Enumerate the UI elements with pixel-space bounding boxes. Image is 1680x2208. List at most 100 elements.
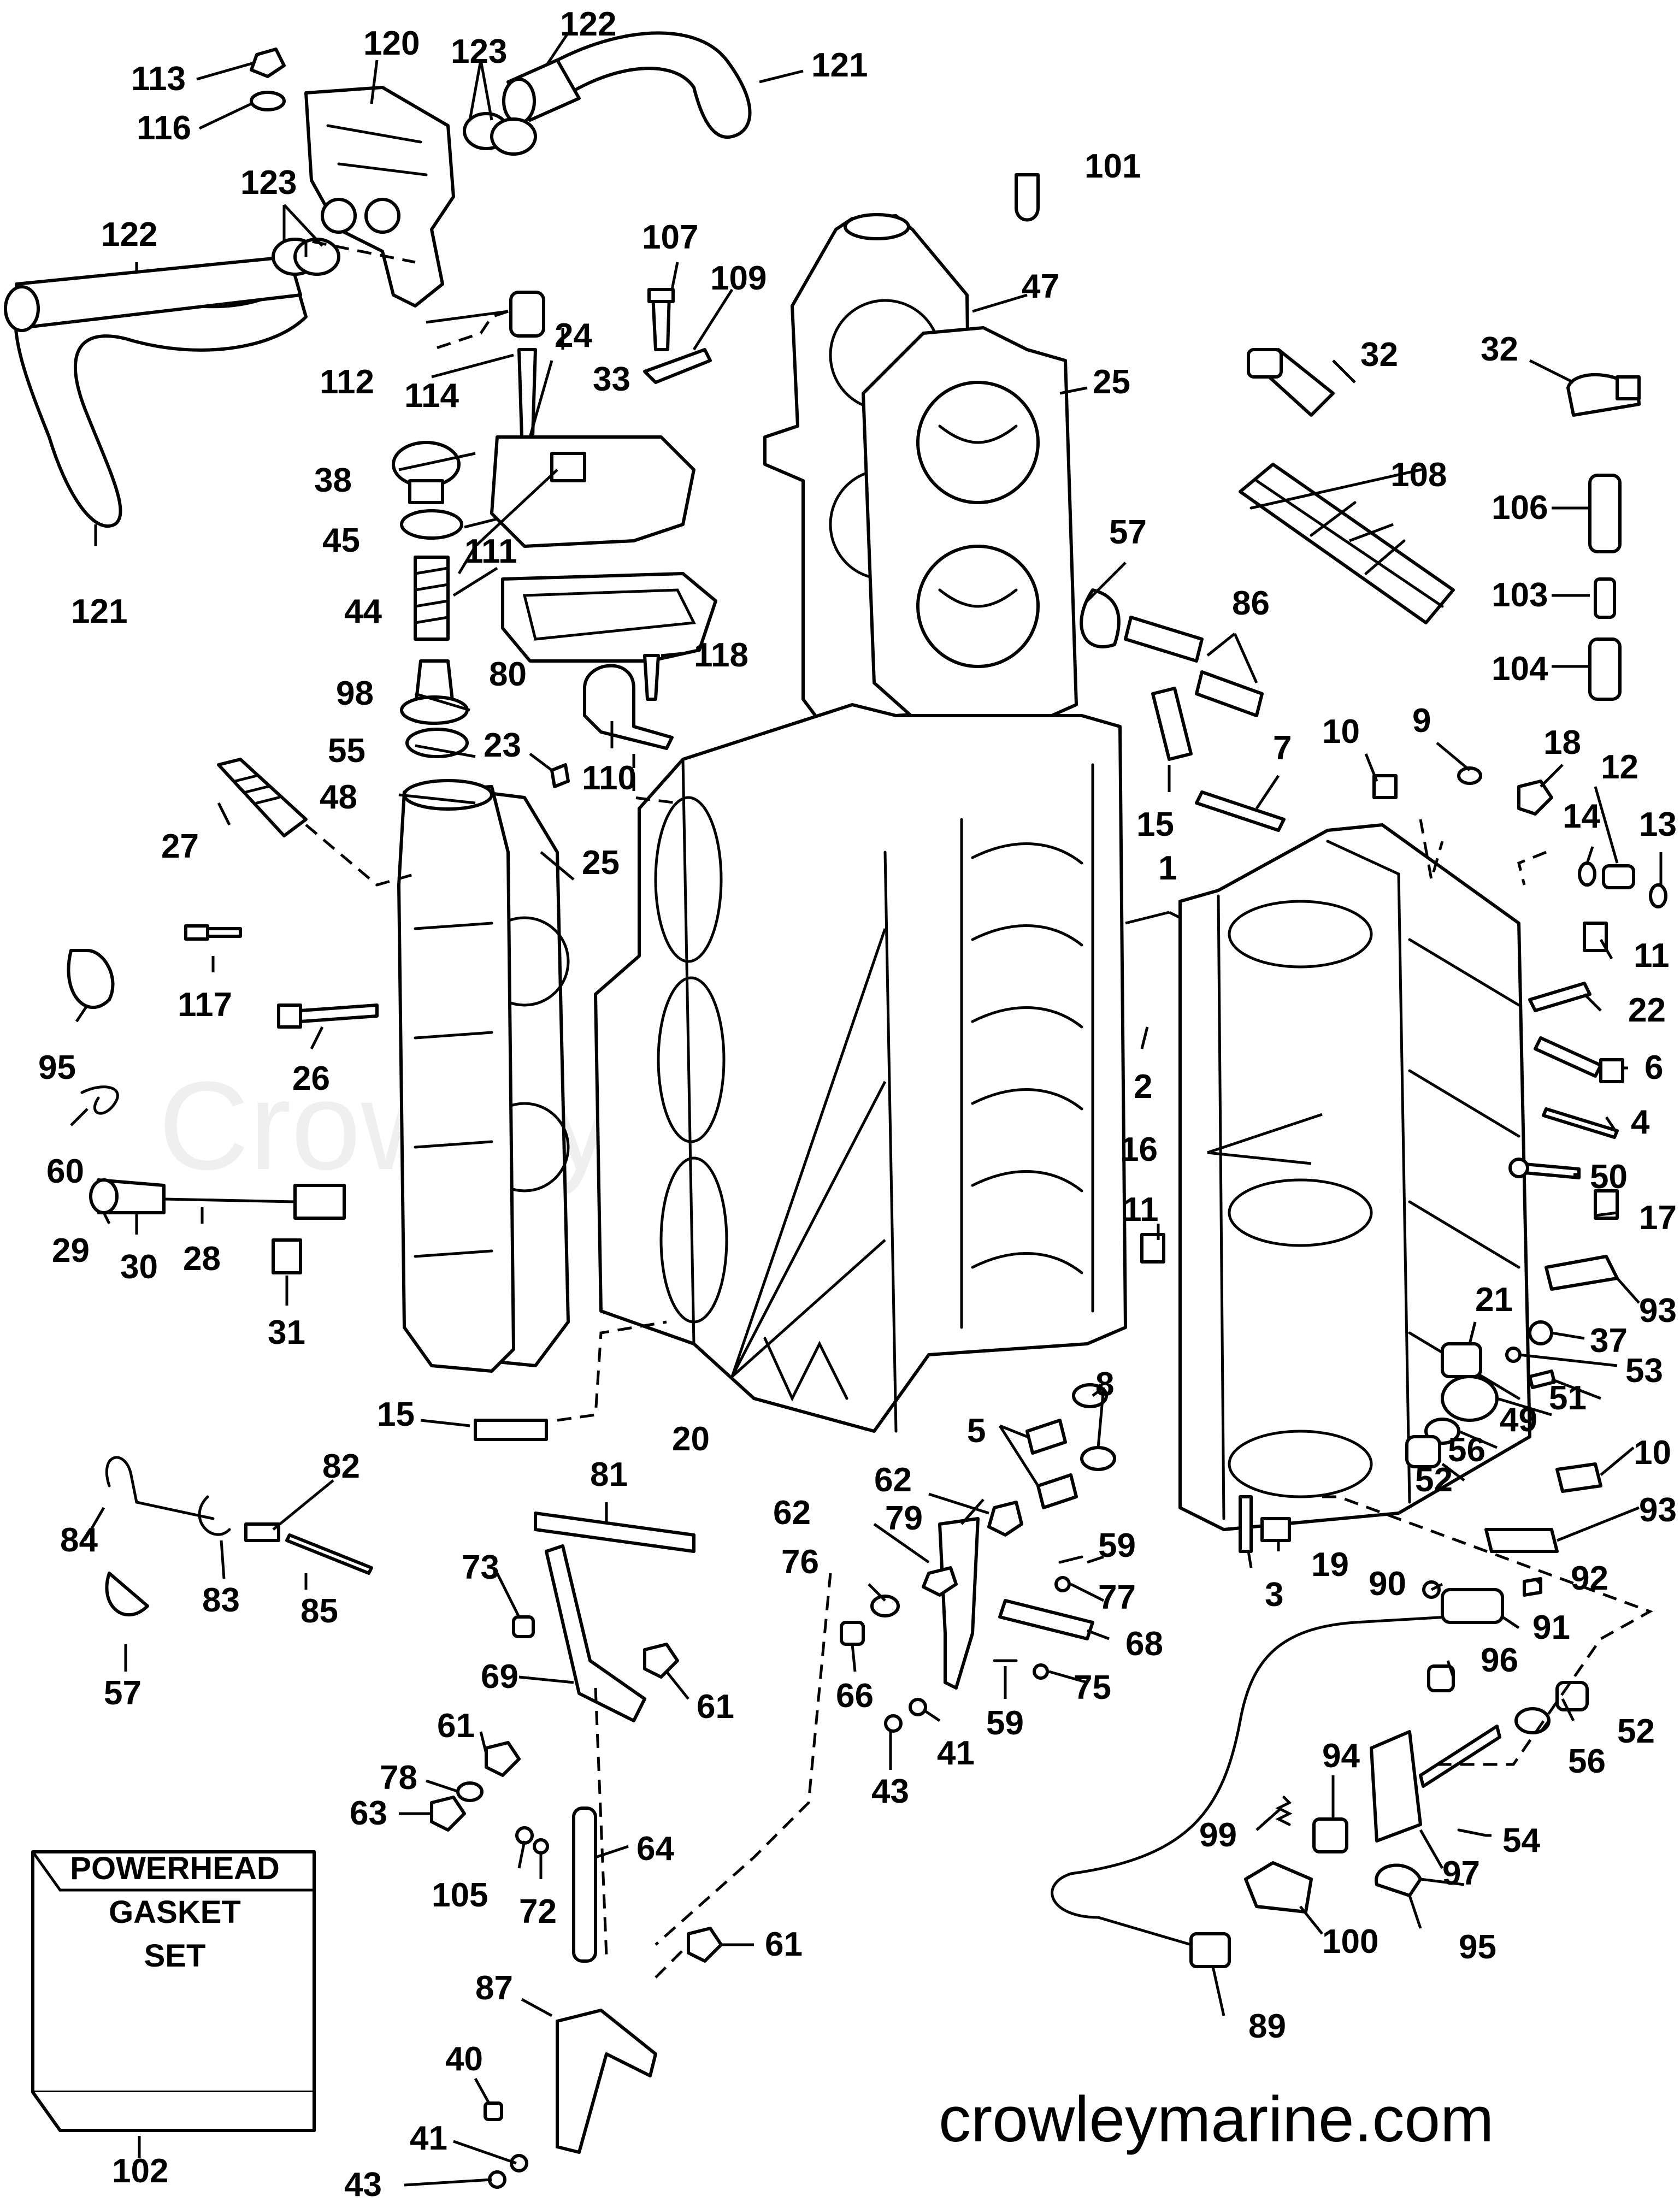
callout-11b: 11 xyxy=(1123,1191,1159,1229)
callout-122b: 122 xyxy=(101,216,157,253)
callout-109: 109 xyxy=(710,259,767,297)
callout-105: 105 xyxy=(432,1876,488,1914)
fitting-11-right xyxy=(1583,922,1608,952)
nut-113 xyxy=(250,48,286,78)
washer-9 xyxy=(1457,766,1482,785)
lever-79 xyxy=(938,1517,980,1690)
callout-2: 2 xyxy=(1134,1068,1152,1106)
sensor-21 xyxy=(1441,1342,1482,1378)
seal-14 xyxy=(1578,861,1596,887)
callout-14: 14 xyxy=(1563,798,1600,835)
harness-91 xyxy=(1051,1588,1504,1946)
bracket-100 xyxy=(1244,1861,1313,1914)
bracket-97 xyxy=(1370,1725,1501,1843)
gasket-set-line-2: GASKET xyxy=(109,1894,241,1930)
callout-102: 102 xyxy=(112,2152,168,2190)
plug-23 xyxy=(550,763,570,788)
hose-122-lower xyxy=(4,255,302,332)
clamp-83 xyxy=(198,1495,231,1536)
nut-62-upper xyxy=(987,1501,1023,1537)
washer-77 xyxy=(1054,1576,1071,1592)
crankcase-cover xyxy=(1178,823,1531,1531)
callout-20: 20 xyxy=(672,1420,710,1458)
hose-104 xyxy=(1588,637,1622,701)
link-68 xyxy=(998,1599,1094,1640)
assembly-lines xyxy=(304,238,1653,1979)
hose-clamp-123-b xyxy=(463,112,537,156)
callout-4: 4 xyxy=(1631,1103,1650,1141)
callout-100: 100 xyxy=(1322,1923,1378,1961)
callout-116: 116 xyxy=(137,109,191,147)
washer-76 xyxy=(870,1595,900,1617)
callout-66: 66 xyxy=(836,1677,874,1715)
callout-15a: 15 xyxy=(377,1396,415,1433)
head-gasket-25-upper xyxy=(862,326,1078,728)
callout-87: 87 xyxy=(475,1969,513,2007)
callout-6: 6 xyxy=(1644,1049,1663,1087)
washer-78 xyxy=(456,1781,484,1802)
callout-12: 12 xyxy=(1601,748,1638,786)
callout-99: 99 xyxy=(1199,1816,1237,1854)
callout-97: 97 xyxy=(1442,1855,1480,1892)
callout-85: 85 xyxy=(300,1592,338,1630)
callout-44: 44 xyxy=(344,593,382,630)
callout-7: 7 xyxy=(1273,729,1292,767)
callout-121a: 121 xyxy=(811,46,868,84)
callouts: 113 116 120 123 122 121 123 122 121 112 … xyxy=(38,5,1677,2204)
callout-98: 98 xyxy=(336,675,374,712)
clamp-110 xyxy=(583,664,674,750)
callout-106: 106 xyxy=(1492,489,1548,527)
cylinder-block xyxy=(594,703,1127,1433)
callout-84: 84 xyxy=(60,1521,98,1559)
callout-53: 53 xyxy=(1625,1352,1663,1390)
plug-10-upper xyxy=(1372,774,1398,799)
callout-72: 72 xyxy=(519,1893,557,1930)
bolt-117 xyxy=(184,924,242,941)
callout-122a: 122 xyxy=(560,5,616,43)
callout-9: 9 xyxy=(1412,702,1431,740)
clip-101 xyxy=(1015,173,1040,222)
sensor-32-left xyxy=(1247,348,1335,417)
hose-108 xyxy=(1239,463,1455,624)
callout-114: 114 xyxy=(404,377,459,415)
tie-strap-95-left xyxy=(67,949,115,1009)
pin-7 xyxy=(1195,790,1286,832)
callout-68: 68 xyxy=(1125,1625,1163,1663)
callout-41a: 41 xyxy=(937,1734,975,1772)
callout-56a: 56 xyxy=(1448,1431,1486,1469)
callout-10a: 10 xyxy=(1322,713,1360,751)
callout-62b: 62 xyxy=(773,1494,811,1532)
lever-69 xyxy=(545,1544,646,1722)
callout-43b: 43 xyxy=(344,2166,382,2204)
nut-63 xyxy=(430,1796,466,1832)
callout-123b: 123 xyxy=(240,164,297,202)
fitting-82 xyxy=(244,1522,280,1542)
sensor-cable-28 xyxy=(89,1178,346,1220)
callout-43a: 43 xyxy=(871,1773,909,1810)
callout-89: 89 xyxy=(1248,2008,1286,2045)
line-85 xyxy=(285,1533,373,1575)
cylinder-head-48 xyxy=(397,779,515,1373)
callout-61c: 61 xyxy=(765,1926,803,1963)
callout-75: 75 xyxy=(1074,1669,1111,1707)
callout-31: 31 xyxy=(268,1314,305,1351)
callout-90: 90 xyxy=(1369,1565,1406,1603)
nut-18 xyxy=(1517,780,1553,816)
pin-4 xyxy=(1542,1107,1619,1139)
spark-plug-27 xyxy=(217,758,308,837)
callout-59a: 59 xyxy=(1098,1527,1136,1565)
callout-79: 79 xyxy=(885,1499,923,1537)
gasket-set-line-1: POWERHEAD xyxy=(70,1851,279,1886)
callout-28: 28 xyxy=(183,1240,221,1278)
washer-75 xyxy=(1033,1663,1049,1680)
callout-49: 49 xyxy=(1500,1401,1537,1439)
tie-strap-95-right xyxy=(1375,1863,1422,1897)
gasket-set-box: POWERHEAD GASKET SET xyxy=(31,1850,316,2132)
screw-105 xyxy=(515,1826,534,1845)
link-64 xyxy=(572,1806,597,1963)
fitting-10-lower xyxy=(1555,1462,1602,1493)
callout-91: 91 xyxy=(1532,1609,1570,1646)
callout-95b: 95 xyxy=(1459,1928,1496,1966)
callout-95a: 95 xyxy=(38,1049,76,1087)
